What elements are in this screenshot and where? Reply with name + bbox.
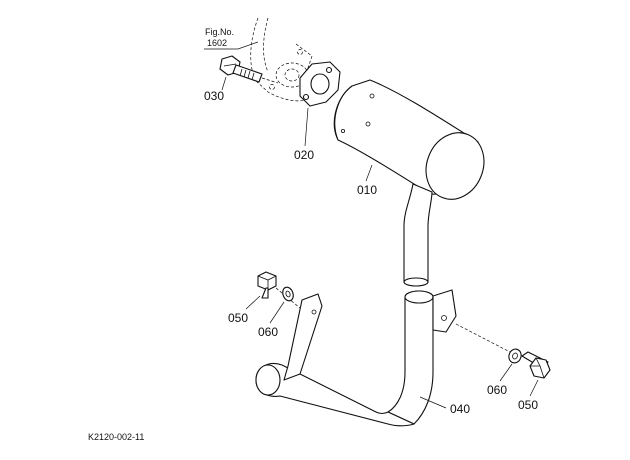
- bolt-050-right-icon: [521, 351, 551, 379]
- washer-060-left-icon: [282, 286, 294, 302]
- part-label-020[interactable]: 020: [294, 148, 314, 162]
- gasket-020-icon: [299, 61, 341, 107]
- part-label-030[interactable]: 030: [204, 89, 224, 103]
- bolt-050-left-icon: [257, 271, 277, 299]
- part-label-050-right[interactable]: 050: [518, 398, 538, 412]
- drawing-code: K2120-002-11: [88, 432, 144, 442]
- fig-no-label: Fig.No.: [205, 27, 234, 37]
- exhaust-pipe-040-icon: [255, 289, 457, 427]
- washer-060-right-icon: [508, 348, 522, 364]
- part-label-040[interactable]: 040: [450, 402, 470, 416]
- part-label-010[interactable]: 010: [357, 183, 377, 197]
- part-label-060-right[interactable]: 060: [487, 383, 507, 397]
- muffler-010-icon: [333, 79, 485, 287]
- part-label-050-left[interactable]: 050: [228, 311, 248, 325]
- reference-manifold-ghost: [250, 17, 313, 102]
- bolt-030-icon: [219, 55, 279, 84]
- part-label-060-left[interactable]: 060: [258, 325, 278, 339]
- fig-no-value: 1602: [207, 38, 227, 48]
- figure-reference[interactable]: Fig.No. 1602: [204, 27, 259, 50]
